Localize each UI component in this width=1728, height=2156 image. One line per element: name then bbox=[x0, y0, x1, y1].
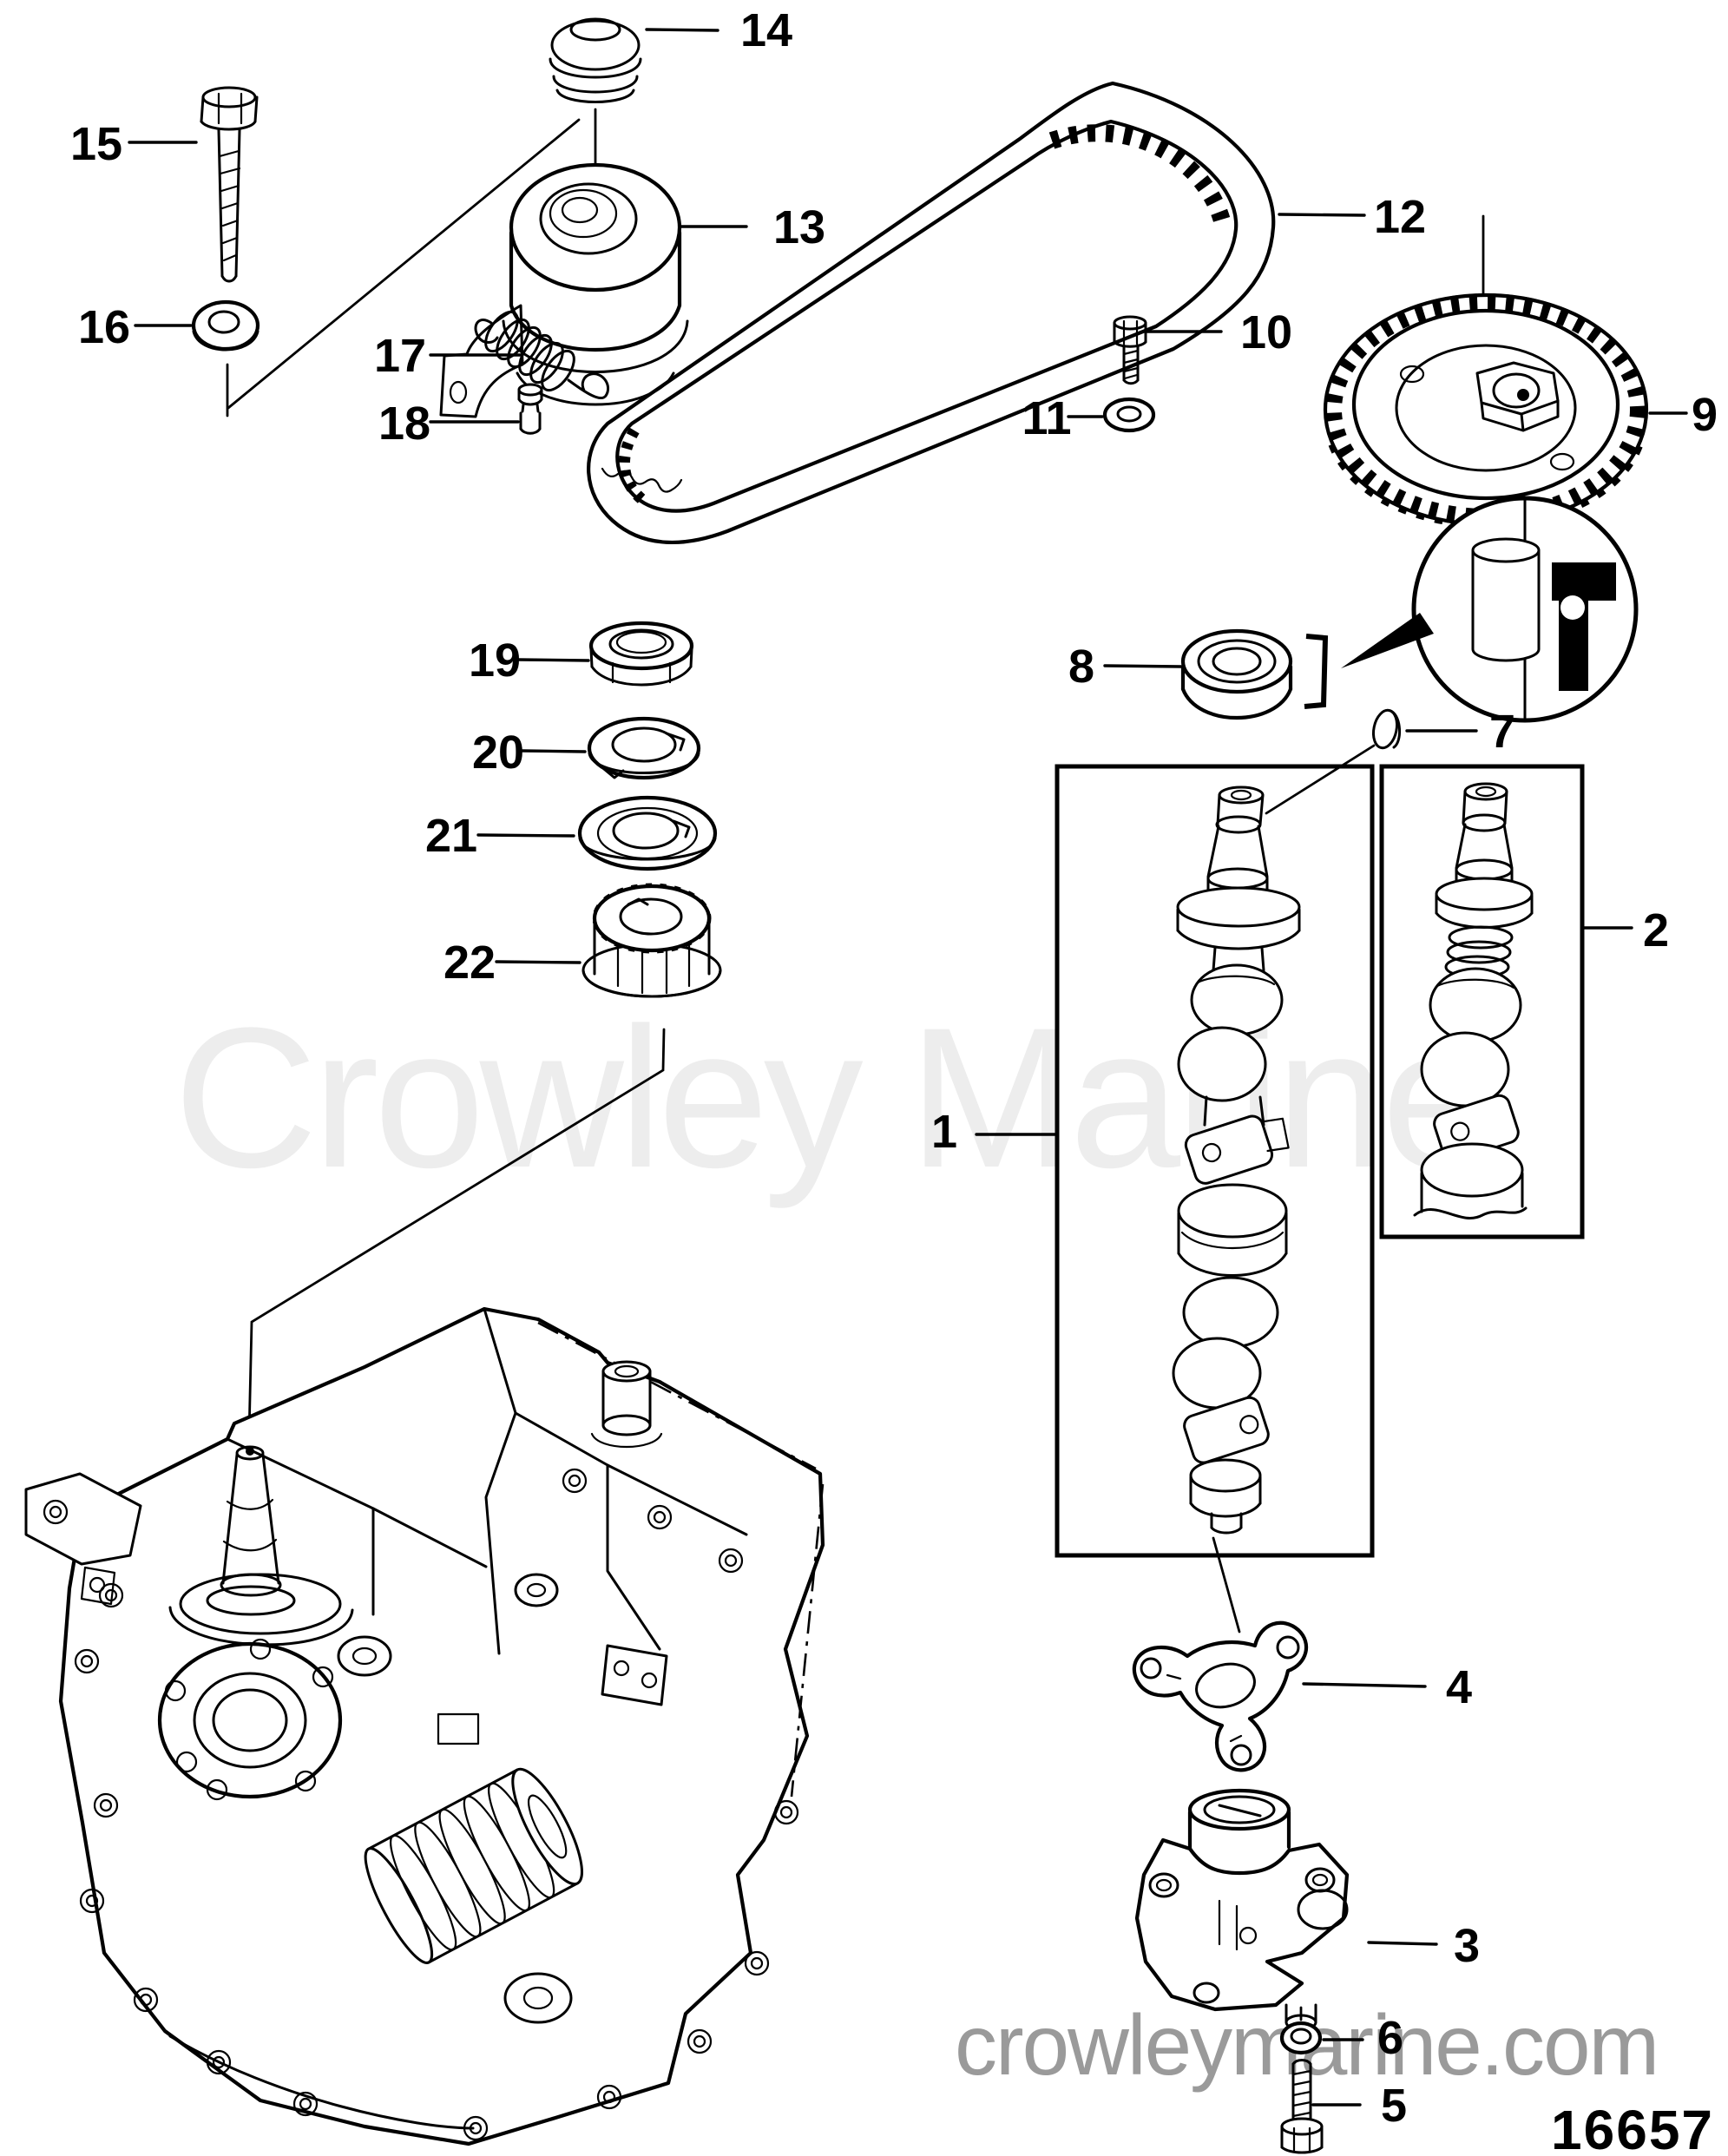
callout-label-22: 22 bbox=[443, 937, 496, 989]
callout-22: 22 bbox=[443, 937, 581, 989]
callout-7: 7 bbox=[1405, 706, 1515, 758]
callout-label-3: 3 bbox=[1454, 1920, 1480, 1972]
callout-label-21: 21 bbox=[425, 810, 477, 862]
callout-1: 1 bbox=[931, 1106, 1057, 1158]
callout-6: 6 bbox=[1322, 2012, 1403, 2064]
camshaft-pulley bbox=[1323, 293, 1649, 529]
figure-number: 16657 bbox=[1551, 2099, 1714, 2156]
oil-pump-gasket bbox=[1132, 1620, 1308, 1772]
callout-label-7: 7 bbox=[1489, 706, 1515, 758]
callout-15: 15 bbox=[70, 118, 198, 170]
engine-block bbox=[24, 1306, 825, 2146]
callout-label-9: 9 bbox=[1692, 389, 1718, 441]
callouts: 1 2 3 4 5 6 7 8 bbox=[70, 4, 1718, 2132]
callout-label-10: 10 bbox=[1240, 306, 1292, 358]
callout-label-8: 8 bbox=[1068, 641, 1094, 693]
camshaft-assembly-box bbox=[1055, 764, 1375, 1558]
pump-bolt bbox=[1280, 2059, 1324, 2154]
callout-label-14: 14 bbox=[740, 4, 792, 56]
camshaft-long bbox=[1172, 785, 1301, 1535]
rubber-plug bbox=[549, 17, 642, 103]
callout-9: 9 bbox=[1648, 389, 1718, 441]
callout-label-15: 15 bbox=[70, 118, 122, 170]
callout-11: 11 bbox=[1022, 392, 1104, 444]
callout-12: 12 bbox=[1278, 191, 1426, 243]
callout-label-19: 19 bbox=[469, 634, 521, 687]
bolt-bosses bbox=[74, 1468, 799, 2141]
callout-8: 8 bbox=[1068, 641, 1183, 693]
detail-inset bbox=[1341, 496, 1639, 723]
callout-21: 21 bbox=[425, 810, 575, 862]
timing-belt bbox=[587, 81, 1276, 545]
sprocket-washer bbox=[1102, 397, 1156, 433]
callout-13: 13 bbox=[678, 201, 825, 253]
thrust-washer bbox=[577, 795, 718, 871]
pump-washer bbox=[1279, 2021, 1323, 2055]
callout-2: 2 bbox=[1581, 904, 1669, 956]
callout-10: 10 bbox=[1146, 306, 1292, 358]
camshaft-short bbox=[1413, 782, 1534, 1219]
callout-20: 20 bbox=[472, 726, 587, 779]
callout-label-16: 16 bbox=[78, 301, 130, 353]
callout-label-4: 4 bbox=[1446, 1661, 1472, 1713]
callout-label-1: 1 bbox=[931, 1106, 957, 1158]
callout-label-13: 13 bbox=[773, 201, 825, 253]
watermark-brand: Crowley Marine bbox=[174, 986, 1488, 1209]
camshaft-nut bbox=[588, 621, 694, 687]
lock-washer bbox=[587, 716, 701, 780]
callout-label-6: 6 bbox=[1377, 2012, 1403, 2064]
callout-label-5: 5 bbox=[1381, 2080, 1407, 2132]
callout-18: 18 bbox=[378, 398, 520, 450]
camshaft-stub bbox=[206, 1445, 296, 1616]
tensioner-washer bbox=[191, 299, 260, 352]
sprocket-bolt bbox=[1113, 315, 1147, 385]
callout-17: 17 bbox=[374, 330, 522, 382]
camshaft-alt-box bbox=[1379, 764, 1585, 1239]
callout-label-2: 2 bbox=[1643, 904, 1669, 956]
oil-pump bbox=[1134, 1788, 1350, 2031]
callout-19: 19 bbox=[469, 634, 590, 687]
tensioner-bolt bbox=[200, 86, 259, 283]
tensioner-spring bbox=[474, 310, 610, 400]
callout-4: 4 bbox=[1302, 1661, 1472, 1713]
dowel-pin bbox=[517, 383, 543, 435]
callout-label-18: 18 bbox=[378, 398, 430, 450]
callout-16: 16 bbox=[78, 301, 193, 353]
callout-label-11: 11 bbox=[1022, 392, 1071, 444]
crankshaft-sprocket bbox=[581, 883, 722, 998]
callout-label-17: 17 bbox=[374, 330, 426, 382]
camshaft-bearing bbox=[1180, 628, 1329, 720]
callout-3: 3 bbox=[1367, 1920, 1480, 1972]
callout-label-12: 12 bbox=[1374, 191, 1426, 243]
callout-5: 5 bbox=[1311, 2080, 1407, 2132]
callout-label-20: 20 bbox=[472, 726, 524, 779]
camshaft-pin bbox=[1371, 708, 1401, 750]
callout-14: 14 bbox=[645, 4, 792, 56]
